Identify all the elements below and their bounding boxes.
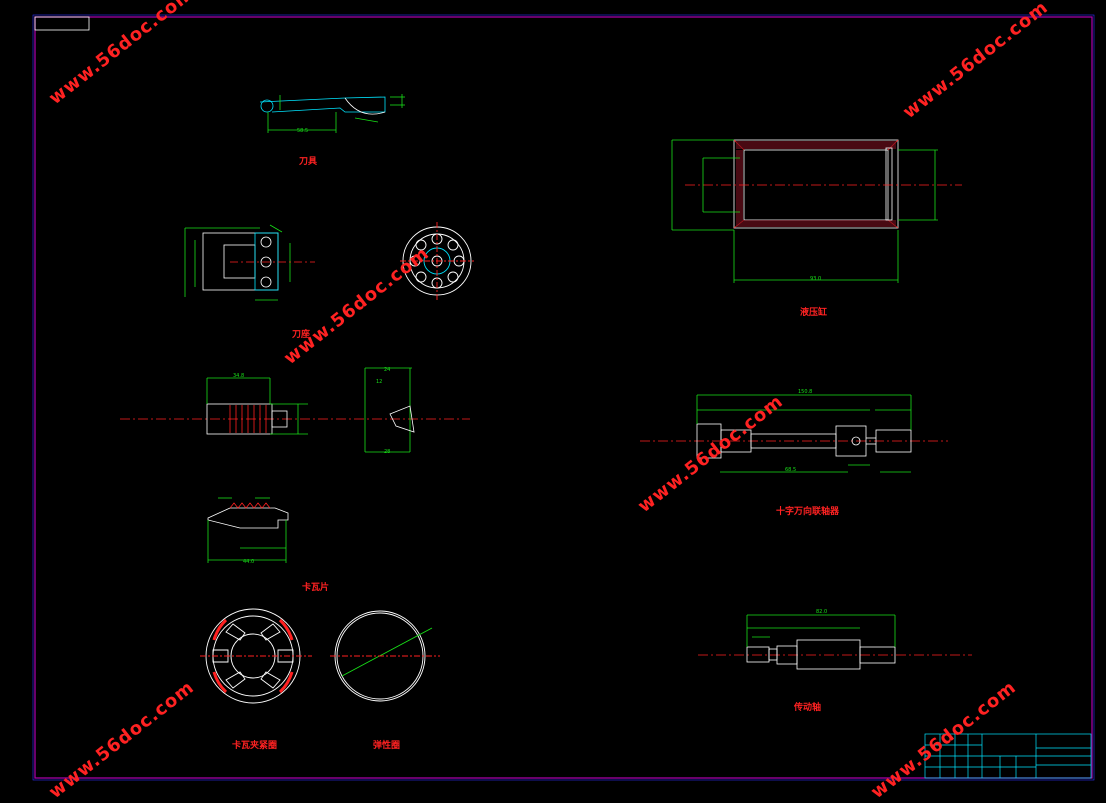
outer-border [34, 16, 1093, 779]
label-cutter: 刀具 [299, 157, 318, 167]
svg-text:34.8: 34.8 [233, 373, 244, 379]
sleeve-drawing [120, 367, 470, 453]
card-plate-drawing [207, 497, 289, 563]
svg-text:93.0: 93.0 [810, 276, 821, 282]
corner-box [34, 16, 90, 31]
label-card-ring: 卡瓦夹紧圈 [232, 741, 278, 751]
svg-text:44.0: 44.0 [243, 559, 254, 565]
card-ring-drawing [200, 608, 312, 704]
hydraulic-cylinder-drawing [671, 139, 962, 283]
cutter-drawing [259, 94, 405, 133]
label-cross-universal-coupling: 十字万向联轴器 [776, 507, 840, 517]
title-block [924, 733, 1092, 779]
label-elastic-ring: 弹性圈 [373, 741, 401, 751]
label-hydraulic-cylinder: 液压缸 [800, 308, 828, 318]
svg-text:28: 28 [384, 449, 390, 455]
inner-border [32, 14, 1095, 781]
svg-text:24: 24 [384, 367, 390, 373]
svg-text:82.0: 82.0 [816, 609, 827, 615]
svg-text:12: 12 [376, 379, 382, 385]
tool-holder-end-view [400, 222, 474, 300]
label-card-plate: 卡瓦片 [302, 583, 330, 593]
svg-text:58.5: 58.5 [297, 128, 308, 134]
svg-text:150.8: 150.8 [798, 389, 812, 395]
label-drive-shaft: 传动轴 [794, 703, 822, 713]
label-tool-holder: 刀座 [292, 330, 311, 340]
tool-holder-drawing [184, 224, 315, 301]
drive-shaft-drawing [698, 614, 972, 670]
svg-text:68.5: 68.5 [785, 467, 796, 473]
coupling-drawing [640, 394, 948, 473]
elastic-ring-drawing [330, 610, 440, 702]
